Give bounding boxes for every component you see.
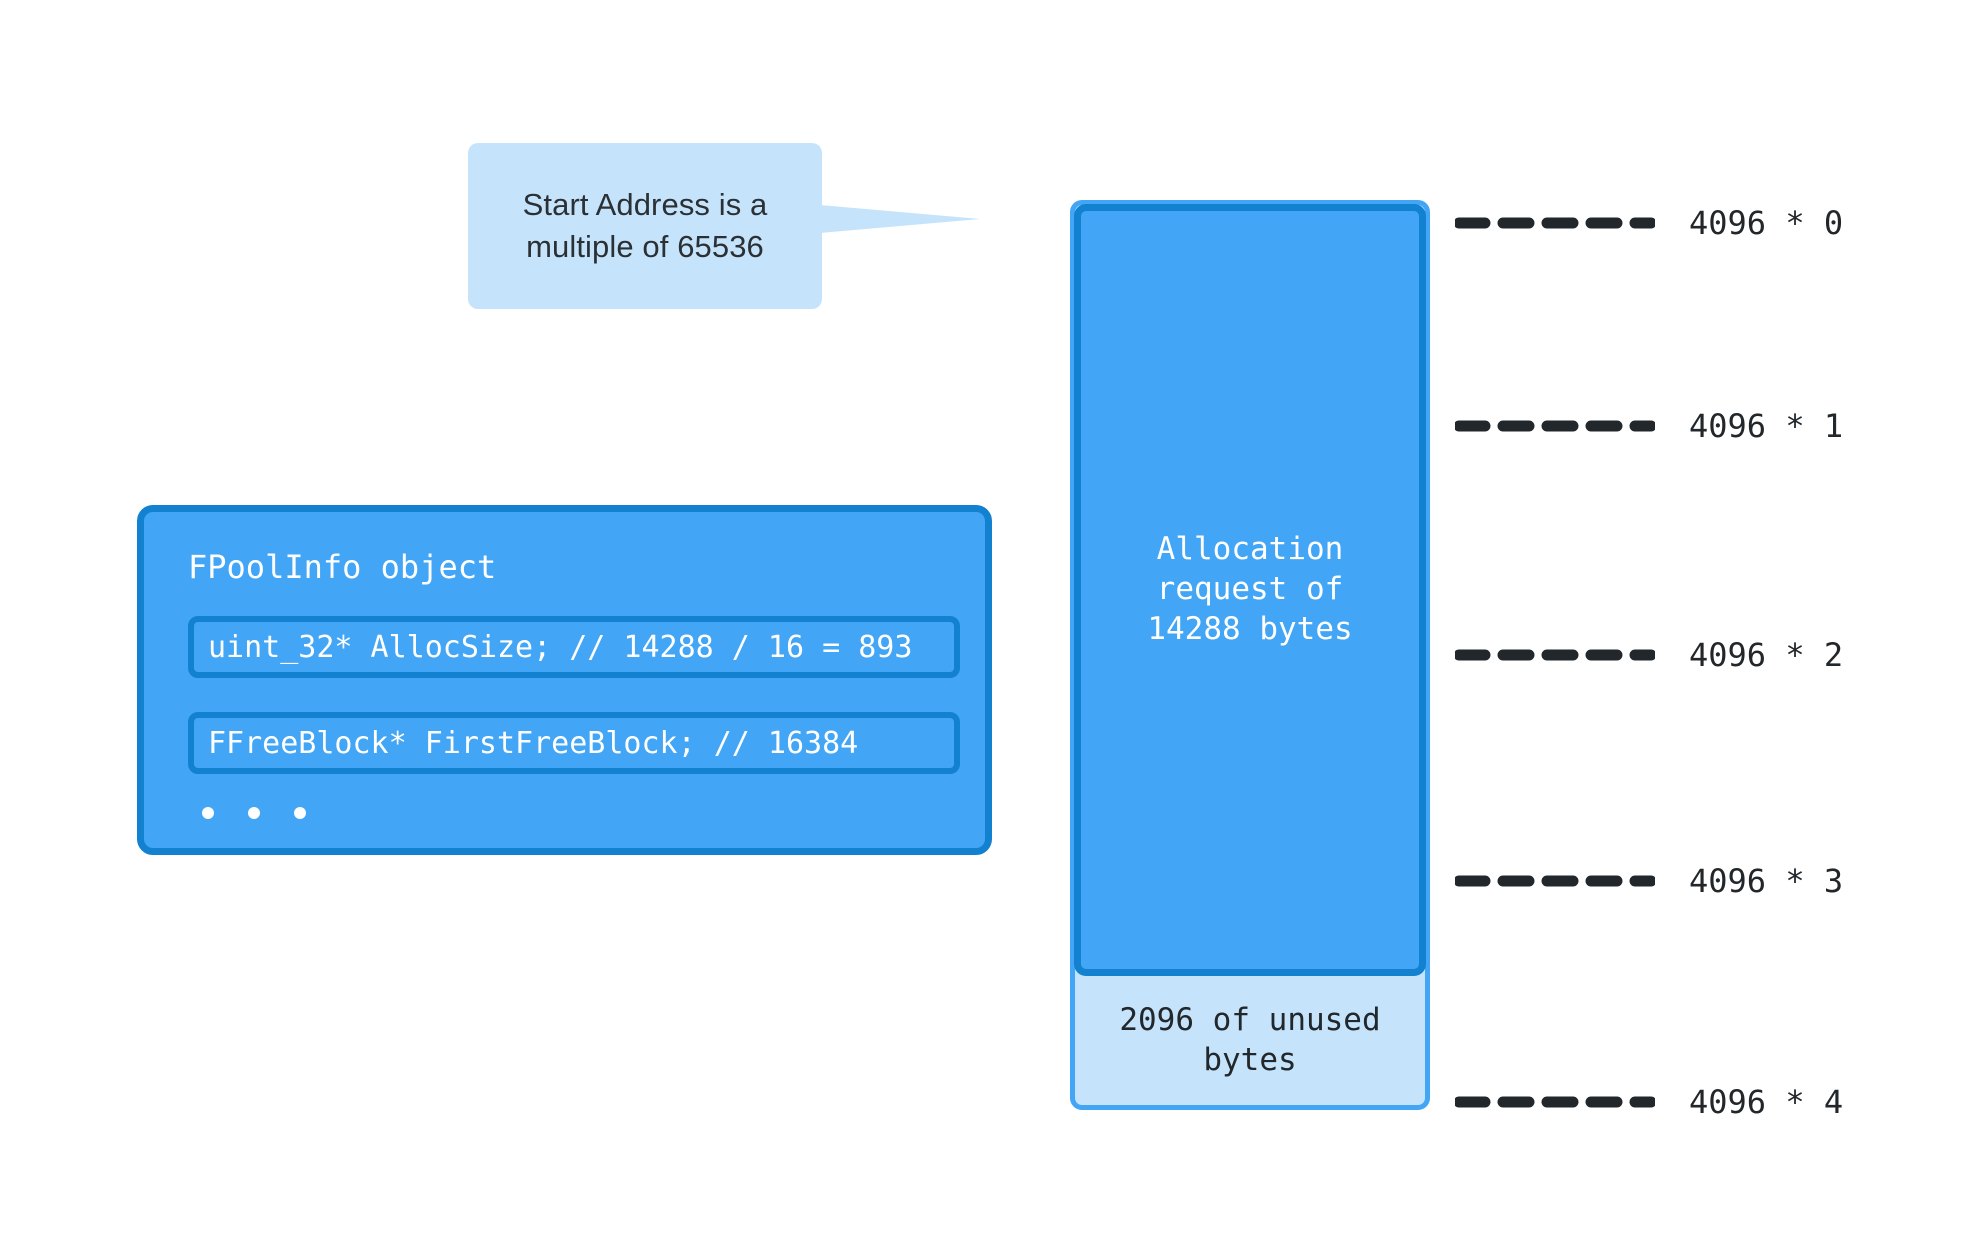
page-boundary-label-3: 4096 * 3 xyxy=(1689,862,1844,900)
callout-tail-icon xyxy=(820,205,980,233)
ellipsis-dot xyxy=(294,807,306,819)
page-boundary-label-4: 4096 * 4 xyxy=(1689,1083,1844,1121)
unused-bytes-text: 2096 of unused bytes xyxy=(1119,1001,1381,1078)
page-boundary-marker-4: 4096 * 4 xyxy=(1455,1083,1843,1121)
page-boundary-label-1: 4096 * 1 xyxy=(1689,407,1844,445)
unused-bytes-block: 2096 of unused bytes xyxy=(1075,977,1425,1103)
dashed-line-icon xyxy=(1455,420,1655,432)
memory-block-container: Allocation request of 14288 bytes 2096 o… xyxy=(1070,200,1430,1110)
page-boundary-label-2: 4096 * 2 xyxy=(1689,636,1844,674)
dashed-line-icon xyxy=(1455,1096,1655,1108)
callout-text: Start Address is a multiple of 65536 xyxy=(522,187,768,264)
ellipsis-dot xyxy=(248,807,260,819)
start-address-callout: Start Address is a multiple of 65536 xyxy=(468,143,980,313)
allocation-request-text: Allocation request of 14288 bytes xyxy=(1147,531,1353,647)
dashed-line-icon xyxy=(1455,217,1655,229)
page-boundary-marker-2: 4096 * 2 xyxy=(1455,636,1843,674)
fpoolinfo-object-box: FPoolInfo object uint_32* AllocSize; // … xyxy=(137,505,992,855)
ellipsis-dot xyxy=(202,807,214,819)
dashed-line-icon xyxy=(1455,649,1655,661)
fpoolinfo-field-firstfreeblock-text: FFreeBlock* FirstFreeBlock; // 16384 xyxy=(208,725,859,761)
page-boundary-marker-0: 4096 * 0 xyxy=(1455,204,1843,242)
fpoolinfo-field-allocsize: uint_32* AllocSize; // 14288 / 16 = 893 xyxy=(188,616,960,678)
fpoolinfo-field-allocsize-text: uint_32* AllocSize; // 14288 / 16 = 893 xyxy=(208,629,913,665)
dashed-line-icon xyxy=(1455,875,1655,887)
allocation-request-block: Allocation request of 14288 bytes xyxy=(1074,204,1426,976)
fpoolinfo-field-firstfreeblock: FFreeBlock* FirstFreeBlock; // 16384 xyxy=(188,712,960,774)
page-boundary-marker-3: 4096 * 3 xyxy=(1455,862,1843,900)
page-boundary-label-0: 4096 * 0 xyxy=(1689,204,1844,242)
fpoolinfo-ellipsis-icon xyxy=(202,807,306,819)
callout-bubble: Start Address is a multiple of 65536 xyxy=(468,143,822,309)
page-boundary-marker-1: 4096 * 1 xyxy=(1455,407,1843,445)
fpoolinfo-title: FPoolInfo object xyxy=(188,548,497,586)
